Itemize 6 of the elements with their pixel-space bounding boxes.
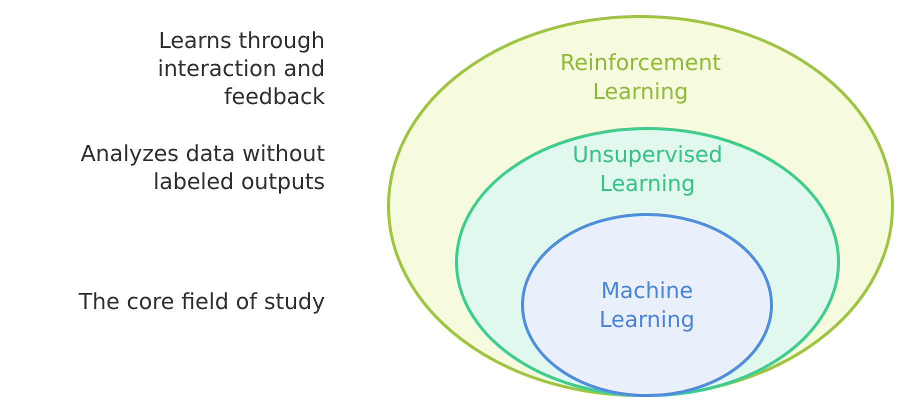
description-text: Learns through interaction and feedback: [156, 28, 325, 112]
ellipse-label: Reinforcement Learning: [559, 50, 722, 107]
ellipse-label: Unsupervised Learning: [571, 142, 724, 199]
description-text: The core field of study: [78, 289, 325, 317]
ellipse-label: Machine Learning: [598, 278, 696, 335]
description-text: Analyzes data without labeled outputs: [80, 141, 325, 197]
